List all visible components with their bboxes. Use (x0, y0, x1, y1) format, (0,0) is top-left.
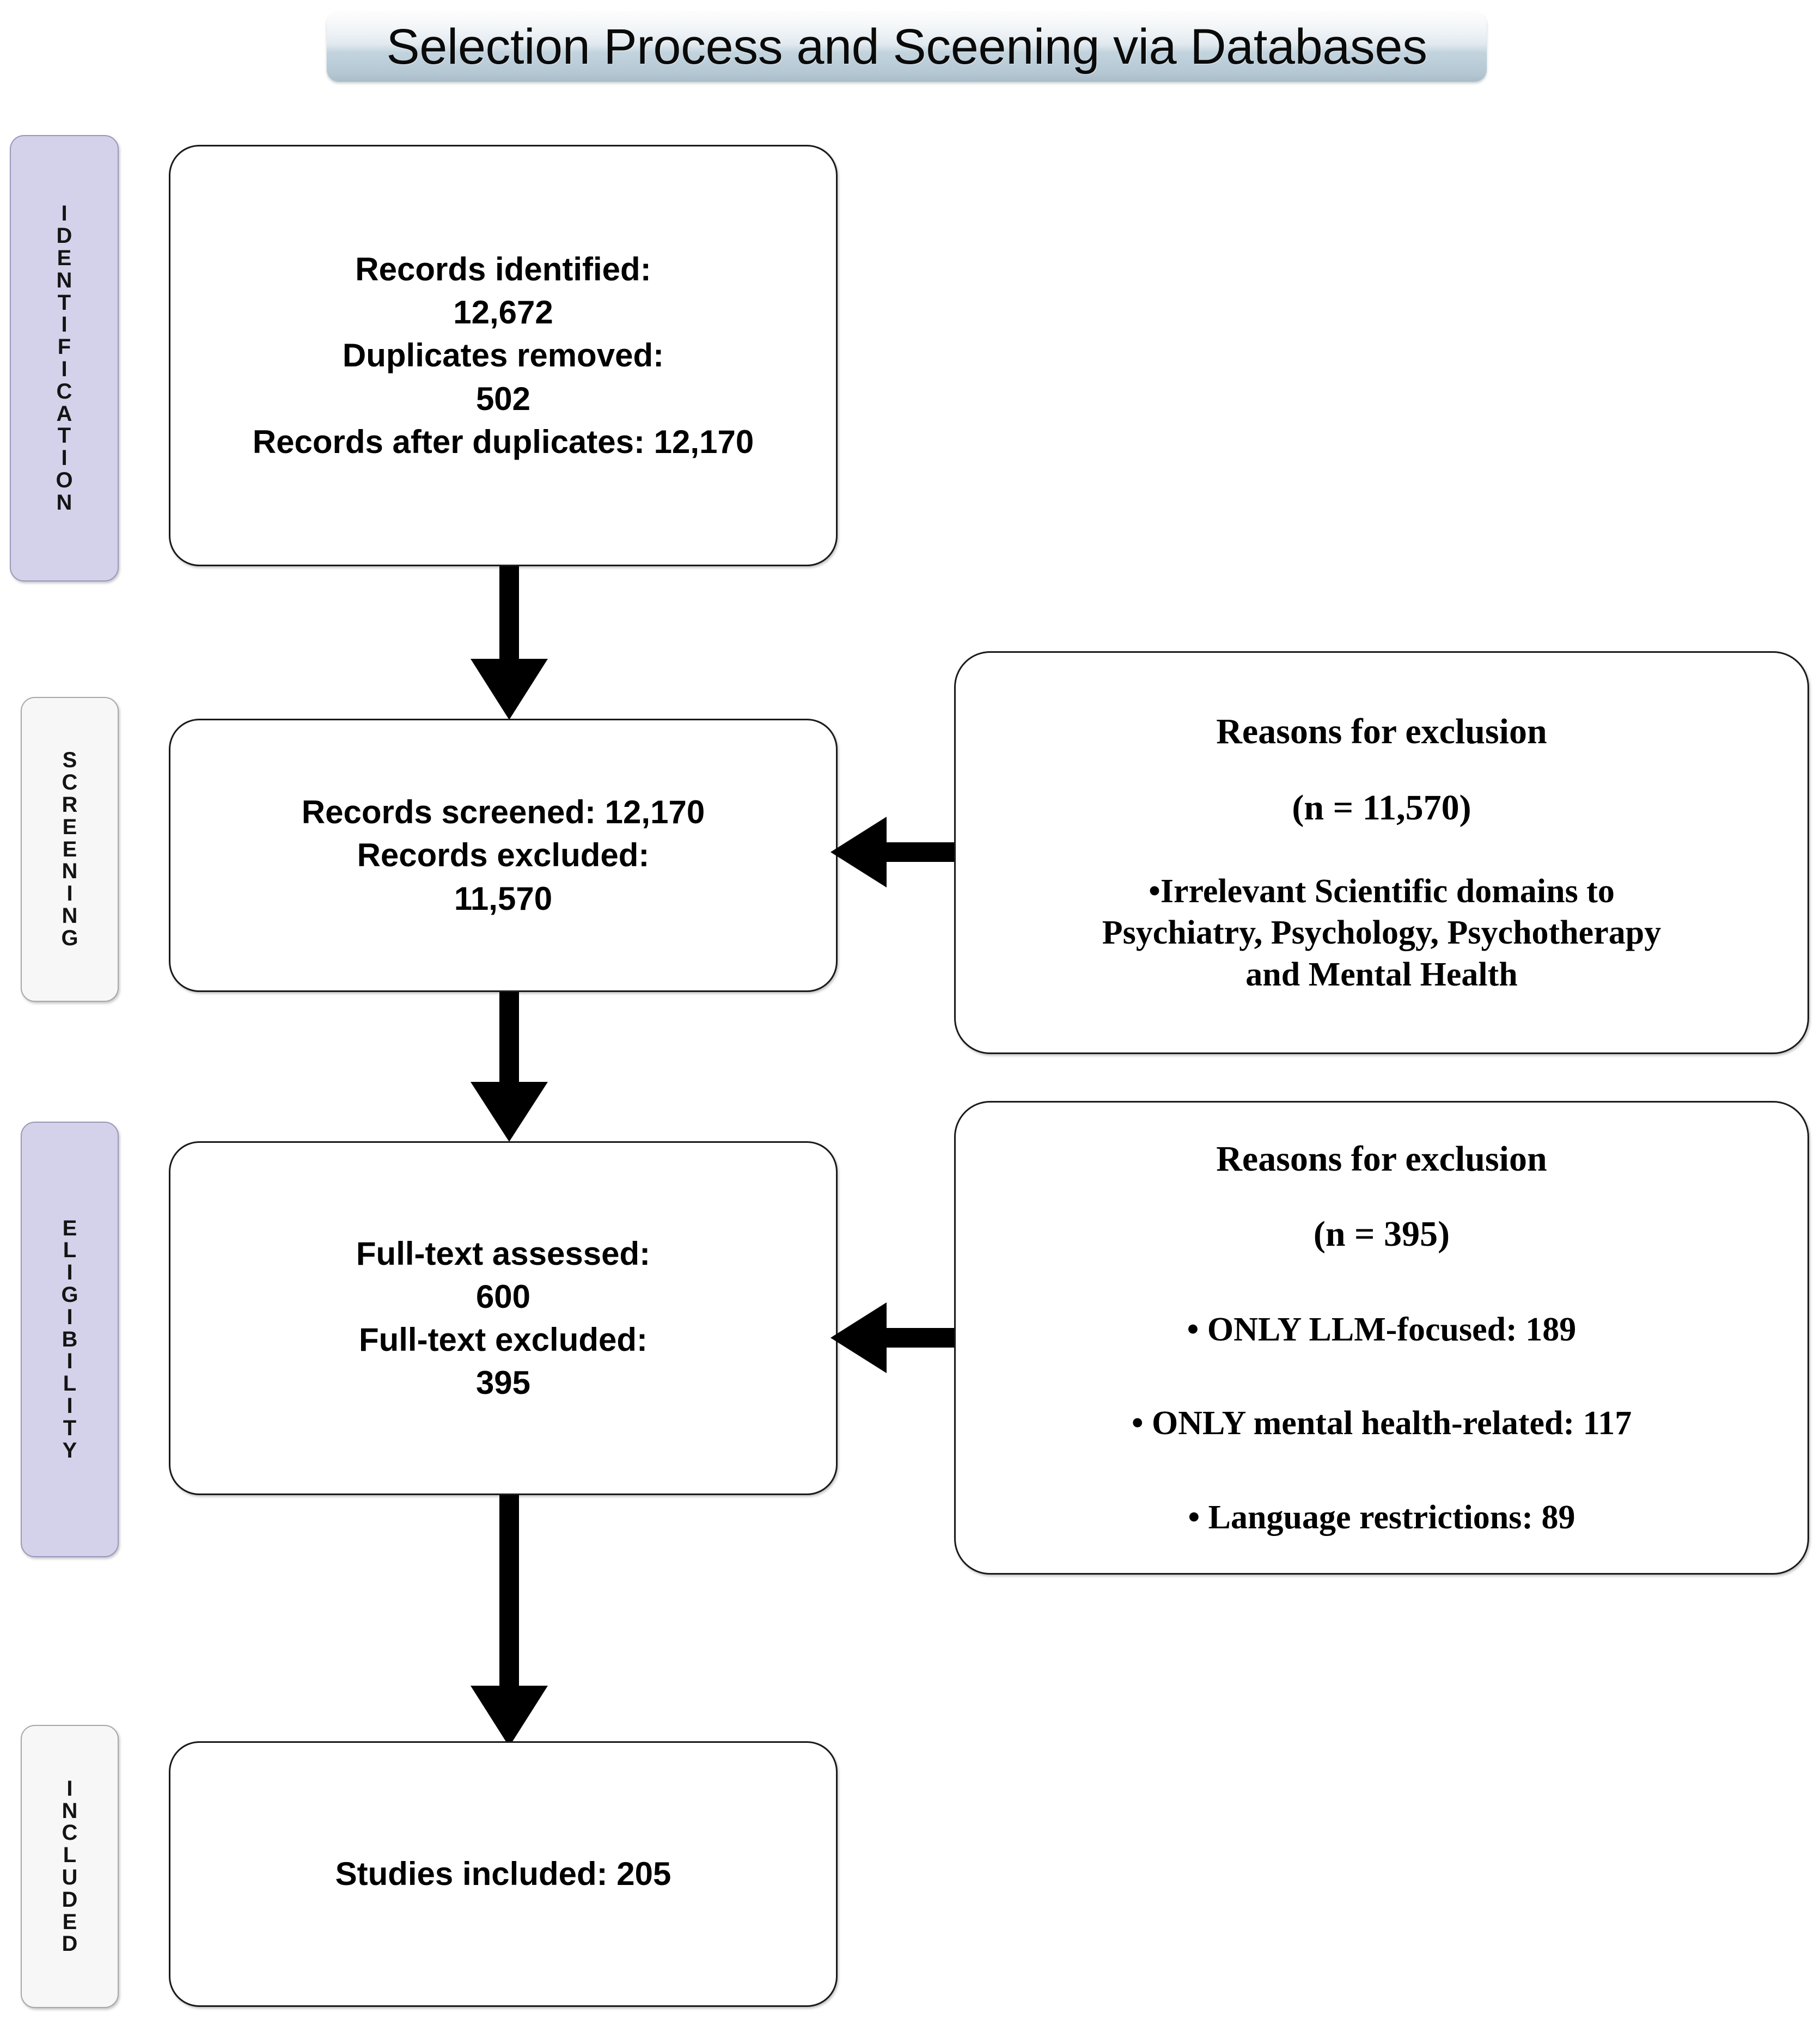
exclusion-item: and Mental Health (1245, 956, 1518, 994)
exclusion-item: • ONLY mental health-related: 117 (1131, 1405, 1632, 1442)
page-title: Selection Process and Sceening via Datab… (386, 19, 1427, 75)
arrow-identification-to-screening (471, 566, 548, 720)
flow-box-eligibility: Full-text assessed: 600 Full-text exclud… (169, 1141, 838, 1495)
flow-box-screening-text: Records screened: 12,170 Records exclude… (294, 791, 712, 920)
records-excluded-value: 11,570 (454, 880, 553, 917)
records-excluded-label: Records excluded: (357, 837, 650, 874)
records-screened-line: Records screened: 12,170 (301, 794, 705, 831)
exclusion-box-screening: Reasons for exclusion (n = 11,570) •Irre… (954, 651, 1809, 1054)
duplicates-removed-label: Duplicates removed: (342, 337, 664, 374)
arrow-eligibility-exclusion (830, 1302, 961, 1373)
full-text-excluded-value: 395 (475, 1364, 531, 1401)
arrow-screening-to-eligibility (471, 992, 548, 1142)
exclusion-item: • Language restrictions: 89 (1188, 1499, 1575, 1537)
records-identified-value: 12,672 (453, 294, 553, 331)
exclusion-item: Psychiatry, Psychology, Psychotherapy (1102, 914, 1662, 952)
exclusion-box-eligibility: Reasons for exclusion (n = 395) • ONLY L… (954, 1101, 1809, 1575)
records-after-duplicates: Records after duplicates: 12,170 (252, 423, 754, 460)
flow-box-included: Studies included: 205 (169, 1741, 838, 2007)
flow-box-screening: Records screened: 12,170 Records exclude… (169, 719, 838, 992)
records-identified-label: Records identified: (355, 251, 651, 288)
studies-included-line: Studies included: 205 (335, 1856, 671, 1893)
duplicates-removed-value: 502 (475, 380, 531, 417)
flow-box-eligibility-text: Full-text assessed: 600 Full-text exclud… (349, 1232, 658, 1405)
exclusion-item: • ONLY LLM-focused: 189 (1187, 1311, 1577, 1348)
full-text-assessed-label: Full-text assessed: (356, 1235, 651, 1272)
full-text-assessed-value: 600 (475, 1278, 531, 1315)
flow-box-identification: Records identified: 12,672 Duplicates re… (169, 145, 838, 566)
arrow-eligibility-to-included (471, 1495, 548, 1747)
diagram-title-banner: Selection Process and Sceening via Datab… (327, 12, 1487, 82)
exclusion-box-eligibility-title: Reasons for exclusion (1216, 1138, 1547, 1179)
arrow-screening-exclusion (830, 817, 961, 887)
flow-box-included-text: Studies included: 205 (314, 1852, 693, 1895)
exclusion-box-eligibility-count: (n = 395) (1313, 1214, 1450, 1254)
full-text-excluded-label: Full-text excluded: (358, 1321, 648, 1358)
exclusion-box-screening-count: (n = 11,570) (1292, 787, 1471, 828)
exclusion-box-screening-title: Reasons for exclusion (1216, 711, 1547, 751)
flow-box-identification-text: Records identified: 12,672 Duplicates re… (245, 248, 761, 463)
exclusion-item: •Irrelevant Scientific domains to (1149, 872, 1615, 910)
